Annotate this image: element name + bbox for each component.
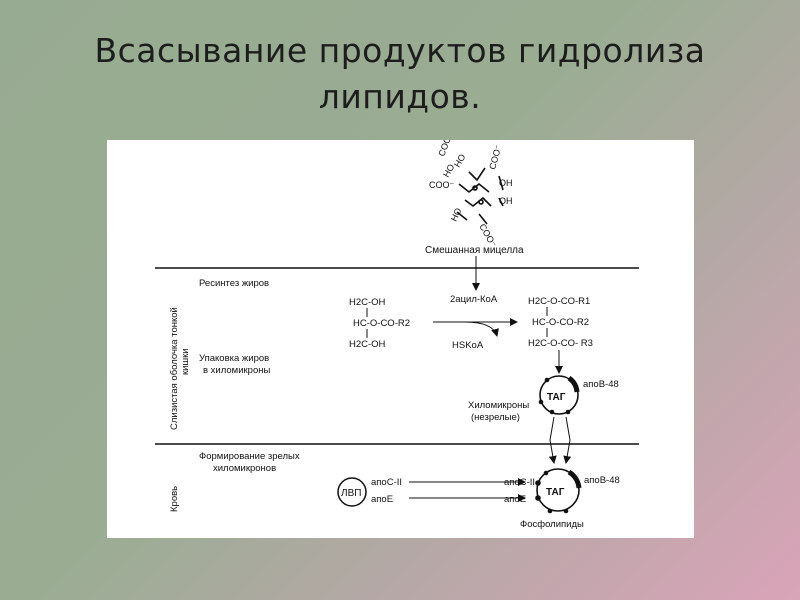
title-line-2: липидов. [318, 77, 482, 116]
hdl-particle: ЛВП апоС-II апоЕ [337, 477, 402, 507]
substrate-line: H2C-OH [349, 297, 386, 308]
immature-core: ТАГ [547, 392, 566, 403]
diagram-panel: COO⁻ HO HO COO⁻ OH OH HO COO⁻ COO⁻ Смеша… [107, 140, 694, 538]
reaction-substrate: H2C-OH HC-O-CO-R2 H2C-OH [349, 297, 410, 350]
micelle-core-icon [456, 167, 504, 225]
micelle-group: COO⁻ [429, 180, 455, 190]
cofactor-out-arrow [464, 321, 499, 337]
substrate-line: HC-O-CO-R2 [353, 318, 410, 329]
chylomicron-icon [539, 375, 579, 415]
apob48-marker-icon [567, 375, 580, 393]
step-maturation-line-1: Формирование зрелых [199, 451, 300, 462]
mucosa-side-label: Слизистая оболочка тонкой кишки [169, 307, 191, 430]
mucosa-label-line-1: Слизистая оболочка тонкой [169, 307, 180, 430]
mature-apo-b: апоВ-48 [584, 475, 620, 486]
step-packaging-line-1: Упаковка жиров [199, 353, 269, 364]
maturation-arrow [563, 416, 572, 464]
mature-chylomicron: ТАГ апоС-II апоЕ апоВ-48 Фосфолипиды [504, 468, 620, 530]
step-resynthesis: Ресинтез жиров [199, 278, 269, 289]
particle-apo-e: апоЕ [504, 494, 526, 505]
blood-side-label: Кровь [169, 486, 180, 512]
apob48-marker-icon [567, 469, 582, 489]
particle-apo-c: апоС-II [504, 477, 535, 488]
product-line: HC-O-CO-R2 [532, 317, 589, 328]
cofactor-in: 2ацил-КоА [450, 294, 498, 305]
title-line-1: Всасывание продуктов гидролиза [94, 31, 706, 70]
hdl-apo-e: апоЕ [371, 494, 393, 505]
micelle-group: OH [499, 196, 513, 206]
hdl-apo-c: апоС-II [371, 477, 402, 488]
reaction-product: H2C-O-CO-R1 HC-O-CO-R2 H2C-O-CO- R3 [528, 296, 593, 349]
immature-apo: апоВ-48 [583, 379, 619, 390]
blood-label: Кровь [169, 486, 180, 512]
step-maturation-line-2: хиломикронов [213, 463, 276, 474]
immature-chylomicron: ТАГ апоВ-48 Хиломикроны (незрелые) [468, 375, 619, 423]
micelle-group: HO [449, 206, 464, 222]
hdl-icon [337, 477, 367, 507]
mixed-micelle: COO⁻ HO HO COO⁻ OH OH HO COO⁻ COO⁻ Смеша… [425, 140, 524, 256]
mucosa-label-line-2: кишки [180, 348, 191, 375]
micelle-group: OH [499, 178, 513, 188]
mature-core: ТАГ [546, 487, 565, 498]
slide-title: Всасывание продуктов гидролиза липидов. [0, 28, 800, 120]
cofactor-out: HSKoA [452, 340, 484, 351]
product-line: H2C-O-CO-R1 [528, 296, 590, 307]
micelle-label: Смешанная мицелла [425, 245, 524, 256]
maturation-arrow [548, 416, 557, 464]
product-line: H2C-O-CO- R3 [528, 338, 593, 349]
lipid-absorption-diagram: COO⁻ HO HO COO⁻ OH OH HO COO⁻ COO⁻ Смеша… [155, 140, 639, 530]
micelle-group: COO⁻ [436, 140, 454, 158]
phospholipids-label: Фосфолипиды [520, 519, 584, 530]
step-packaging-line-2: в хиломикроны [203, 365, 270, 376]
hdl-label: ЛВП [341, 488, 361, 499]
mature-chylomicron-icon [536, 468, 580, 512]
immature-label-line-2: (незрелые) [471, 412, 520, 423]
immature-label-line-1: Хиломикроны [468, 400, 529, 411]
micelle-group: COO⁻ [487, 143, 503, 170]
substrate-line: H2C-OH [349, 339, 386, 350]
